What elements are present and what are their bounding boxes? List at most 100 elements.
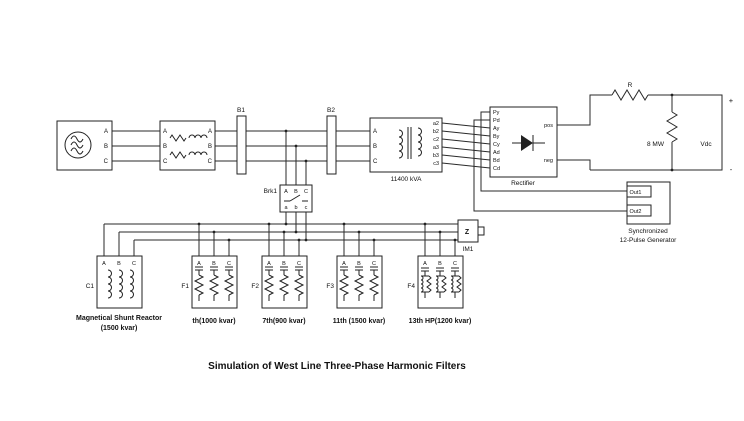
brk-port-a-label: A [284, 189, 288, 195]
filter-f2-block[interactable]: F2 A B C 7th(900 kvar) [251, 255, 308, 325]
impedance-symbol: Z [465, 229, 470, 236]
transformer2-body[interactable] [369, 117, 443, 173]
filter-bus-wires [104, 223, 458, 241]
filter-c1-name: C1 [86, 283, 95, 290]
t2-port-a3-label: a3 [433, 145, 439, 151]
sine-wave-icon [70, 135, 84, 155]
breaker-body[interactable] [279, 184, 313, 213]
bus-b1-block[interactable]: B1 [236, 107, 247, 175]
junction-dots [197, 93, 674, 242]
breaker-label: Brk1 [264, 188, 278, 195]
bus-b2-block[interactable]: B2 [326, 107, 337, 175]
t1-port-a-in-label: A [163, 129, 167, 135]
brk-port-c-label: C [304, 189, 308, 195]
rect-port-pos-label: pos [544, 123, 553, 129]
f1-port-a-label: A [197, 261, 201, 267]
t2-port-b-label: B [373, 144, 377, 150]
diagram-title: Simulation of West Line Three-Phase Harm… [208, 361, 466, 372]
transformer-core-icon [407, 127, 412, 159]
t2-port-b3-label: b3 [433, 153, 439, 159]
bus-b2-label: B2 [327, 107, 335, 114]
rect-port-by-label: By [493, 134, 500, 140]
impedance-meter-label: IM1 [463, 246, 474, 253]
bus-b1-label: B1 [237, 107, 245, 114]
filter-c1-body[interactable] [96, 255, 143, 309]
filter-f4-name: F4 [407, 283, 415, 290]
out1-port-box [626, 185, 652, 198]
filter-f1-block[interactable]: F1 A B C th(1000 kvar) [181, 255, 238, 325]
breaker-tap-wires [285, 131, 307, 240]
transformer1-block[interactable]: A B C A B C [159, 120, 216, 171]
filter-f4-body[interactable] [417, 255, 464, 309]
pulse-generator-caption-line2: 12-Pulse Generator [620, 237, 678, 244]
t1-port-b-out-label: B [208, 144, 212, 150]
bus-b1-body[interactable] [236, 115, 247, 175]
breaker-block[interactable]: Brk1 A B C a b c [264, 184, 313, 213]
rect-port-py-label: Py [493, 110, 500, 116]
rect-port-cd-label: Cd [493, 166, 500, 172]
filter-c1-block[interactable]: C1 A B C Magnetical Shunt Reactor (1500 … [76, 255, 162, 332]
filter-drop-wires [103, 224, 456, 256]
t2-port-c-label: C [373, 159, 378, 165]
out1-port-label: Out1 [630, 190, 642, 196]
f3-port-b-label: B [357, 261, 361, 267]
filter-f2-caption: 7th(900 kvar) [262, 318, 305, 325]
brk-port-c2-label: c [305, 205, 308, 211]
filter-f4-caption: 13th HP(1200 kvar) [409, 318, 472, 325]
f2-port-b-label: B [282, 261, 286, 267]
f1-port-c-label: C [227, 261, 231, 267]
impedance-meter-output-port [477, 226, 485, 236]
rect-port-neg-label: neg [544, 158, 553, 164]
ac-source-icon [64, 131, 92, 159]
f2-port-c-label: C [297, 261, 301, 267]
rectifier-label: Rectifier [511, 180, 536, 187]
t2-port-c3-label: c3 [433, 161, 439, 167]
series-resistor-label: R [628, 82, 633, 89]
transformer1-body[interactable] [159, 120, 216, 171]
transformer2-label: 11400 kVA [391, 176, 423, 183]
filter-f1-caption: th(1000 kvar) [192, 318, 235, 325]
transformer-rectifier-wires [441, 122, 491, 169]
f4-port-c-label: C [453, 261, 457, 267]
filter-f2-name: F2 [251, 283, 259, 290]
filter-c1-caption-line1: Magnetical Shunt Reactor [76, 315, 162, 322]
c1-port-a-label: A [102, 261, 106, 267]
filter-f3-block[interactable]: F3 A B C 11th (1500 kvar) [326, 255, 385, 325]
c1-port-c-label: C [132, 261, 136, 267]
t1-port-b-in-label: B [163, 144, 167, 150]
plus-sign: + [729, 96, 734, 105]
filter-c1-caption-line2: (1500 kvar) [101, 325, 138, 332]
t2-port-b2-label: b2 [433, 129, 439, 135]
f3-port-a-label: A [342, 261, 346, 267]
rect-port-ad-label: Ad [493, 150, 500, 156]
f2-port-a-label: A [267, 261, 271, 267]
brk-port-b-label: B [294, 189, 298, 195]
source-block-body[interactable] [56, 120, 113, 171]
t2-port-a2-label: a2 [433, 121, 439, 127]
filter-f4-block[interactable]: F4 A B C 13th HP(1200 kvar) [407, 255, 472, 325]
t1-port-c-out-label: C [208, 159, 213, 165]
transformer2-block[interactable]: A B C a2 b2 c2 a3 b3 c3 11400 kVA [369, 117, 443, 183]
load-power-label: 8 MW [647, 141, 665, 148]
c1-port-b-label: B [117, 261, 121, 267]
pulse-generator-wires [473, 111, 627, 212]
dc-load-group: R 8 MW Vdc + - [628, 82, 734, 174]
rectifier-block[interactable]: Py Pd Ay By Cy Ad Bd Cd pos neg Rectifie… [489, 106, 558, 187]
source-port-a-label: A [104, 129, 108, 135]
pulse-generator-block[interactable]: Out1 Out2 Synchronized 12-Pulse Generato… [620, 181, 678, 244]
minus-sign: - [730, 165, 733, 174]
f4-port-b-label: B [438, 261, 442, 267]
out2-port-box [626, 204, 652, 217]
brk-port-a2-label: a [284, 205, 288, 211]
brk-port-b2-label: b [294, 205, 297, 211]
three-phase-source-block[interactable]: A B C [56, 120, 113, 171]
filter-f1-name: F1 [181, 283, 189, 290]
rect-port-pd-label: Pd [493, 118, 500, 124]
impedance-meter-block[interactable]: Z IM1 [457, 219, 485, 253]
filter-f3-name: F3 [326, 283, 334, 290]
dc-load-wires [557, 89, 723, 171]
wires [103, 89, 723, 256]
bus-b2-body[interactable] [326, 115, 337, 175]
